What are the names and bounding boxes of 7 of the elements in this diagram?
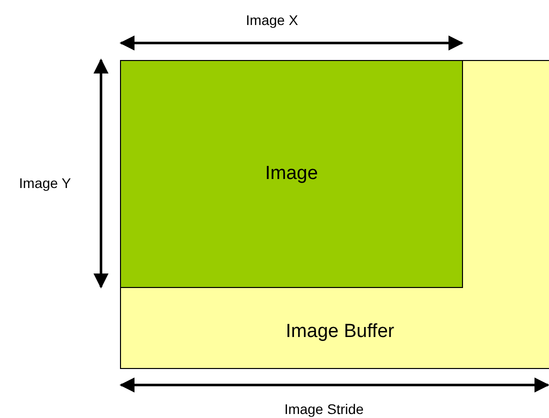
region-label: Image — [265, 163, 318, 185]
image-rectangle — [120, 60, 463, 288]
dimension-label: Image X — [246, 12, 298, 28]
buffer-rectangle — [120, 60, 549, 369]
dimension-label: Image Y — [19, 175, 71, 191]
region-label: Image Buffer — [286, 321, 394, 343]
dimension-label: Image Stride — [284, 401, 364, 417]
